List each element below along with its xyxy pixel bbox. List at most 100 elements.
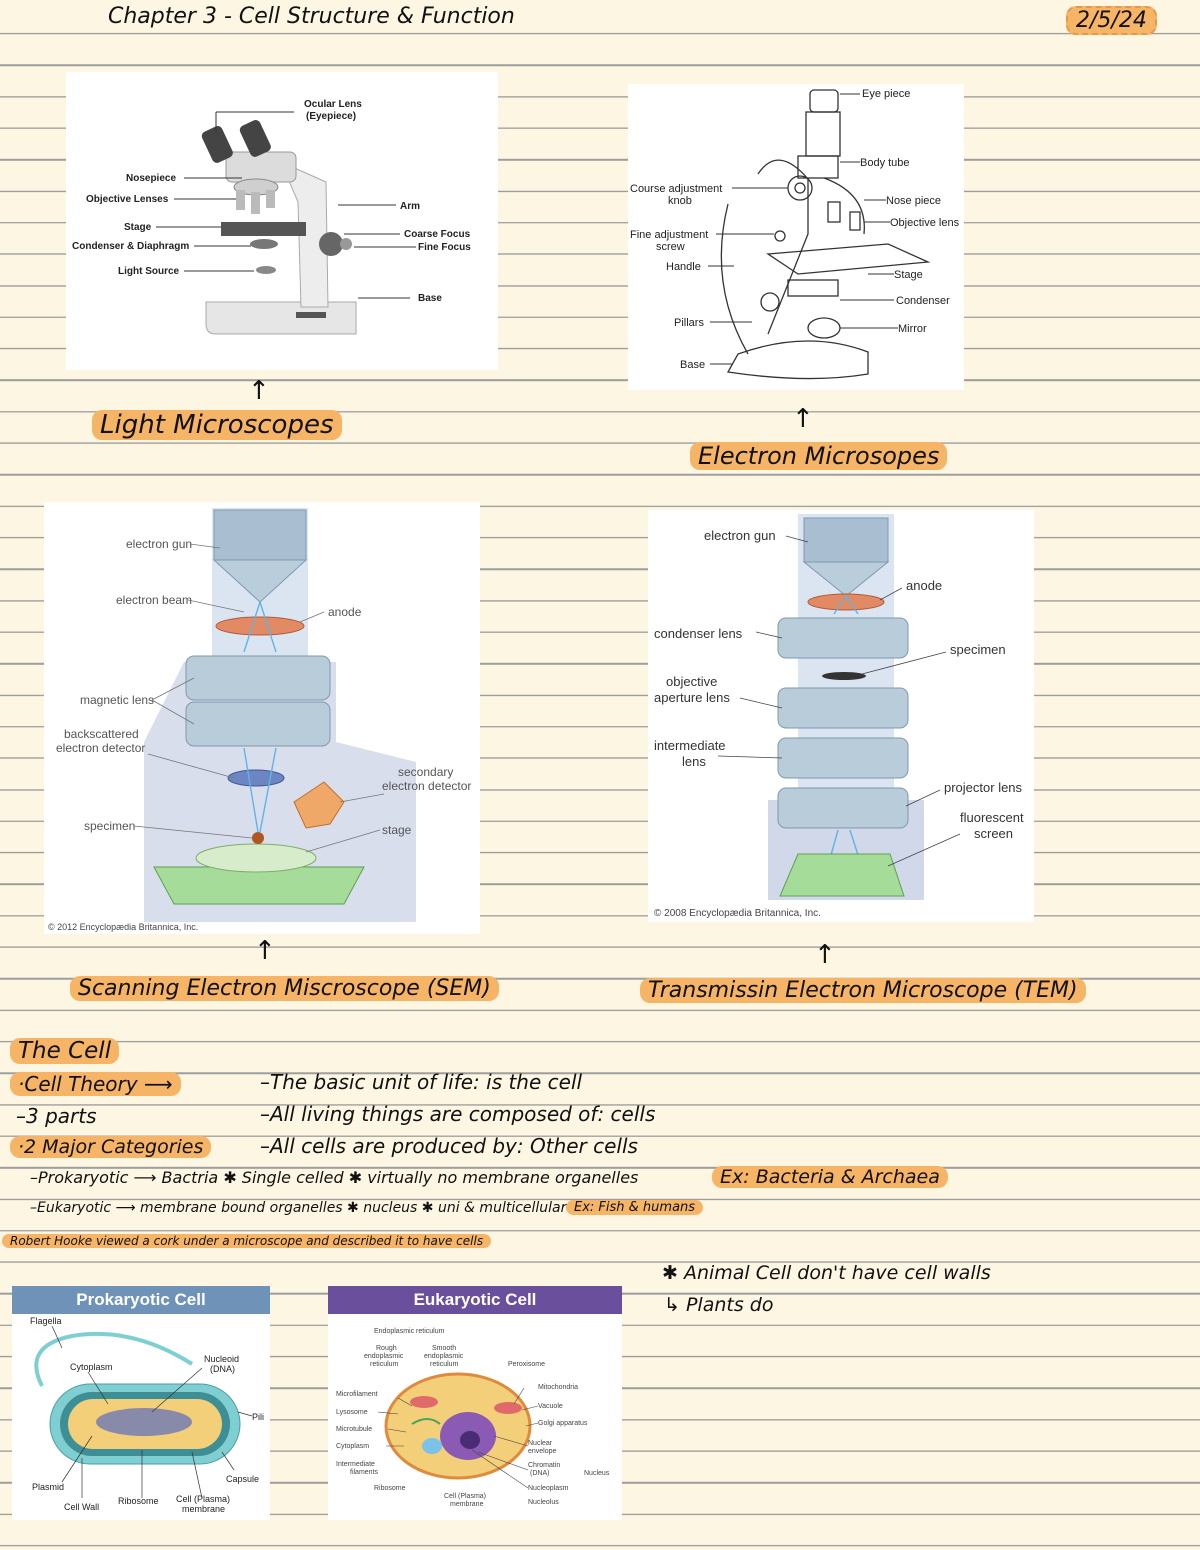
- base-switch: [296, 312, 326, 318]
- note-robert-hooke: Robert Hooke viewed a cork under a micro…: [2, 1234, 492, 1248]
- compound-microscope-diagram: Eye piece Body tube Course adjustment kn…: [628, 84, 964, 390]
- label-membrane: membrane: [450, 1501, 484, 1508]
- magnetic-lens-1: [185, 655, 331, 701]
- label-smooth: Smooth: [432, 1345, 456, 1352]
- label-envelope: envelope: [528, 1448, 557, 1455]
- label-nosepiece: Nosepiece: [126, 173, 176, 184]
- note-eukaryotic-example: Ex: Fish & humans: [566, 1200, 704, 1215]
- label-nucleolus: Nucleolus: [528, 1499, 559, 1506]
- mitochondria-shape: [410, 1396, 438, 1408]
- note-prokaryotic-example: Ex: Bacteria & Archaea: [712, 1166, 948, 1188]
- tem-svg: electron gun anode condenser lens specim…: [654, 514, 1024, 919]
- label-smooth-er-1: endoplasmic: [424, 1353, 464, 1360]
- prokaryotic-cell-diagram: Prokaryotic Cell Flagella Cytoplasm Nucl…: [12, 1286, 270, 1520]
- magnetic-lens-2: [185, 701, 331, 747]
- label-specimen: specimen: [84, 819, 135, 833]
- stage-shape: [221, 222, 306, 236]
- condenser-lens-shape: [777, 617, 909, 659]
- label-body-tube: Body tube: [860, 157, 910, 169]
- label-ribosome: Ribosome: [118, 1496, 159, 1506]
- label-peroxisome: Peroxisome: [508, 1361, 545, 1368]
- arrow-up-icon: ↑: [254, 936, 276, 966]
- label-cell-wall: Cell Wall: [64, 1502, 99, 1512]
- label-golgi: Golgi apparatus: [538, 1420, 588, 1427]
- prokaryotic-svg: Flagella Cytoplasm Nucleoid (DNA) Pili C…: [30, 1316, 264, 1514]
- nucleolus-shape: [460, 1431, 480, 1449]
- label-screw: screw: [656, 241, 685, 253]
- label-backscattered-detector: electron detector: [56, 741, 145, 755]
- page-title: Chapter 3 - Cell Structure & Function: [108, 4, 515, 29]
- label-mirror: Mirror: [898, 323, 927, 335]
- label-arm: Arm: [400, 201, 420, 212]
- label-aperture-lens: aperture lens: [654, 690, 730, 705]
- label-rough-er-1: endoplasmic: [364, 1353, 404, 1360]
- sem-credit: © 2012 Encyclopædia Britannica, Inc.: [48, 922, 198, 932]
- sem-svg: electron gun electron beam anode magneti…: [48, 508, 471, 932]
- label-electron-beam: electron beam: [116, 593, 192, 607]
- label-fluorescent: fluorescent: [960, 810, 1024, 825]
- label-nose-piece: Nose piece: [886, 195, 941, 207]
- note-prokaryotic: –Prokaryotic ⟶ Bactria ✱ Single celled ✱…: [30, 1168, 639, 1187]
- sem-leader-lines: [133, 543, 385, 853]
- label-chromatin: Chromatin: [528, 1462, 560, 1469]
- label-rough-er-2: reticulum: [370, 1361, 399, 1368]
- label-electron-gun: electron gun: [126, 537, 192, 551]
- theory-point-3: –All cells are produced by: Other cells: [260, 1134, 638, 1158]
- label-base: Base: [680, 359, 705, 371]
- label-anode: anode: [328, 605, 362, 619]
- label-projector-lens: projector lens: [944, 780, 1023, 795]
- label-stage: Stage: [124, 222, 152, 233]
- objective-lens-shape: [777, 687, 909, 729]
- label-coarse-focus: Coarse Focus: [404, 229, 471, 240]
- anode-shape: [215, 616, 305, 636]
- note-eukaryotic: –Eukaryotic ⟶ membrane bound organelles …: [30, 1200, 567, 1216]
- label-chromatin-dna: (DNA): [530, 1470, 549, 1477]
- label-course-knob: knob: [668, 195, 692, 207]
- label-cell-plasma: Cell (Plasma): [444, 1493, 486, 1500]
- prokaryotic-leader-lines: [51, 1325, 253, 1499]
- note-three-parts: –3 parts: [16, 1104, 97, 1128]
- label-lysosome: Lysosome: [336, 1409, 368, 1416]
- label-ocular-lens: Ocular Lens: [304, 99, 362, 110]
- section-title-the-cell: The Cell: [10, 1038, 120, 1064]
- stage-top-shape: [195, 843, 317, 873]
- sem-diagram: electron gun electron beam anode magneti…: [44, 502, 480, 934]
- tem-gun-cone: [802, 561, 890, 597]
- label-base: Base: [418, 293, 442, 304]
- label-electron-gun: electron gun: [704, 528, 776, 543]
- vacuole-shape: [422, 1438, 442, 1454]
- label-light-source: Light Source: [118, 266, 180, 277]
- label-secondary-detector: electron detector: [382, 779, 471, 793]
- label-fine-adjustment: Fine adjustment: [630, 229, 708, 241]
- tem-credit: © 2008 Encyclopædia Britannica, Inc.: [654, 908, 821, 919]
- label-flagella: Flagella: [30, 1316, 62, 1326]
- tem-electron-gun: [803, 517, 889, 563]
- label-objective: objective: [666, 674, 717, 689]
- eukaryotic-svg: Endoplasmic reticulum Rough endoplasmic …: [336, 1328, 610, 1508]
- caption-tem: Transmissin Electron Microscope (TEM): [640, 978, 1086, 1003]
- label-pili: Pili: [252, 1412, 264, 1422]
- er-shape: [411, 1418, 441, 1425]
- label-anode: anode: [906, 578, 942, 593]
- label-eyepiece: (Eyepiece): [306, 111, 356, 122]
- projector-lens-shape: [777, 787, 909, 829]
- objective-2: [251, 192, 260, 214]
- mitochondria-shape-2: [494, 1402, 522, 1414]
- label-nucleoplasm: Nucleoplasm: [528, 1485, 569, 1492]
- prokaryotic-title: Prokaryotic Cell: [12, 1286, 270, 1314]
- specimen-shape: [822, 672, 866, 680]
- note-plants: ↳ Plants do: [664, 1294, 774, 1316]
- caption-light-microscopes: Light Microscopes: [92, 410, 342, 440]
- label-condenser: Condenser: [896, 295, 950, 307]
- light-microscope-svg: Ocular Lens (Eyepiece) Nosepiece Objecti…: [72, 99, 471, 335]
- label-objective-lenses: Objective Lenses: [86, 194, 169, 205]
- label-dna: (DNA): [210, 1364, 235, 1374]
- objective-3: [266, 190, 275, 208]
- specimen-shape: [252, 832, 264, 844]
- caption-sem: Scanning Electron Miscroscope (SEM): [70, 976, 499, 1001]
- note-animal-cell: ✱ Animal Cell don't have cell walls: [662, 1262, 991, 1284]
- label-rough: Rough: [376, 1345, 397, 1352]
- coarse-focus-knob: [319, 232, 343, 256]
- light-microscope-diagram: Ocular Lens (Eyepiece) Nosepiece Objecti…: [66, 72, 498, 370]
- label-cytoplasm: Cytoplasm: [336, 1443, 369, 1450]
